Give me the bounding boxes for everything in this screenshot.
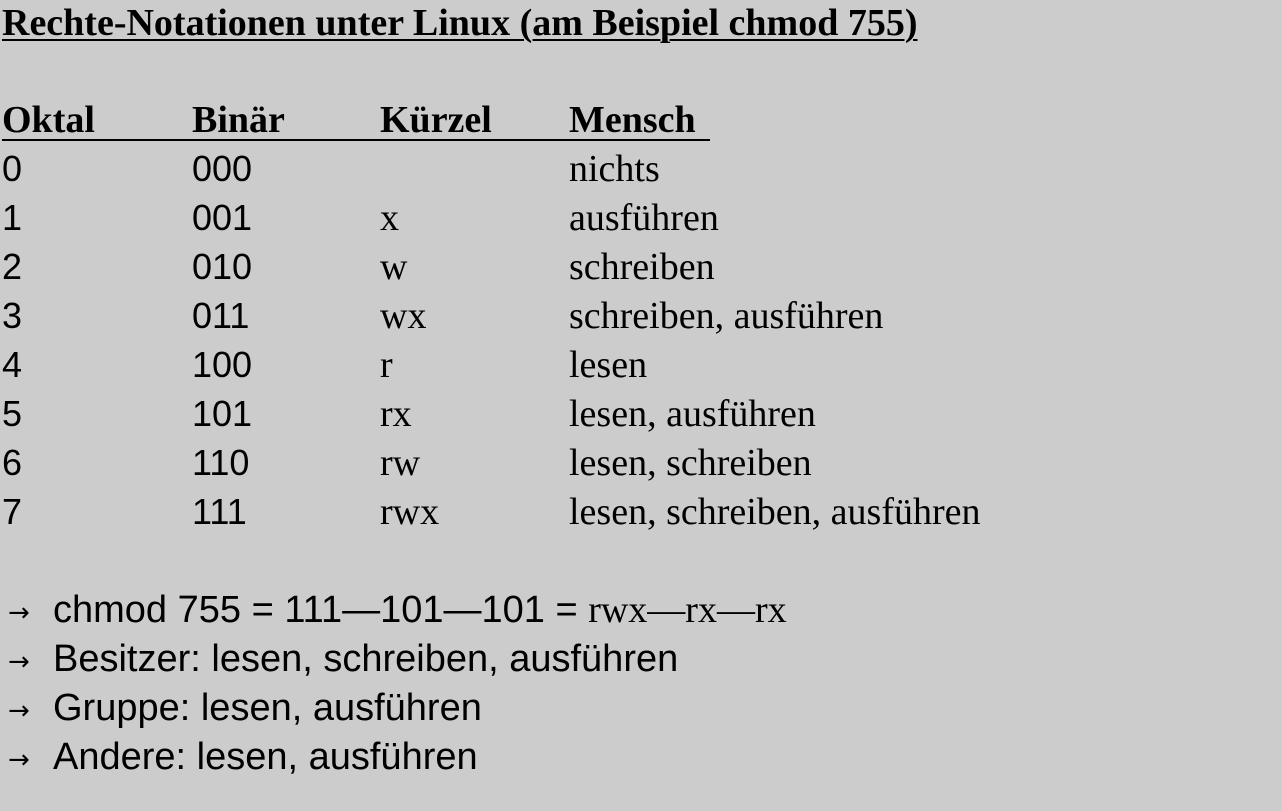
table-row: 5 101 rx lesen, ausführen: [2, 391, 1102, 440]
document-title: Rechte-Notationen unter Linux (am Beispi…: [2, 2, 918, 44]
note-besitzer-text: Besitzer: lesen, schreiben, ausführen: [53, 638, 679, 680]
cell-kurzel: rw: [380, 442, 421, 484]
header-kurzel: Kürzel: [380, 99, 492, 141]
cell-mensch: schreiben: [569, 246, 715, 288]
cell-binar: 010: [192, 246, 253, 287]
header-binar: Binär: [192, 99, 285, 141]
table-header: Oktal Binär Kürzel Mensch: [2, 97, 1102, 146]
header-oktal: Oktal: [2, 99, 95, 141]
right-arrow-icon: →: [8, 696, 30, 727]
note-gruppe-text: Gruppe: lesen, ausführen: [53, 687, 482, 729]
cell-mensch: lesen: [569, 344, 648, 386]
cell-kurzel: r: [380, 344, 393, 386]
cell-oktal: 4: [2, 344, 23, 385]
cell-oktal: 0: [2, 148, 23, 189]
note-chmod-numeric: chmod 755 = 111—101—101 =: [53, 589, 589, 631]
table-row: 4 100 r lesen: [2, 342, 1102, 391]
cell-oktal: 6: [2, 442, 23, 483]
cell-kurzel: wx: [380, 295, 427, 337]
cell-oktal: 2: [2, 246, 23, 287]
cell-mensch: lesen, schreiben, ausführen: [569, 491, 981, 533]
cell-binar: 011: [192, 295, 250, 336]
table-row: 6 110 rw lesen, schreiben: [2, 440, 1102, 489]
note-gruppe: → Gruppe: lesen, ausführen: [8, 685, 787, 734]
table-row: 7 111 rwx lesen, schreiben, ausführen: [2, 489, 1102, 538]
cell-mensch: lesen, ausführen: [569, 393, 816, 435]
cell-binar: 101: [192, 393, 253, 434]
cell-oktal: 5: [2, 393, 23, 434]
cell-mensch: schreiben, ausführen: [569, 295, 884, 337]
cell-binar: 111: [192, 491, 247, 532]
cell-oktal: 3: [2, 295, 23, 336]
right-arrow-icon: →: [8, 745, 30, 776]
cell-mensch: ausführen: [569, 197, 719, 239]
right-arrow-icon: →: [8, 598, 30, 629]
table-row: 1 001 x ausführen: [2, 195, 1102, 244]
note-besitzer: → Besitzer: lesen, schreiben, ausführen: [8, 636, 787, 685]
cell-kurzel: w: [380, 246, 408, 288]
cell-binar: 000: [192, 148, 253, 189]
right-arrow-icon: →: [8, 647, 30, 678]
cell-kurzel: rx: [380, 393, 412, 435]
note-chmod: → chmod 755 = 111—101—101 = rwx—rx—rx: [8, 587, 787, 636]
notes-list: → chmod 755 = 111—101—101 = rwx—rx—rx → Be…: [8, 587, 787, 783]
cell-kurzel: rwx: [380, 491, 440, 533]
header-divider: [2, 139, 710, 141]
table-row: 3 011 wx schreiben, ausführen: [2, 293, 1102, 342]
cell-mensch: nichts: [569, 148, 660, 190]
cell-mensch: lesen, schreiben: [569, 442, 812, 484]
table-row: 0 000 nichts: [2, 146, 1102, 195]
note-andere-text: Andere: lesen, ausführen: [53, 736, 478, 778]
cell-oktal: 1: [2, 197, 23, 238]
cell-oktal: 7: [2, 491, 23, 532]
cell-kurzel: x: [380, 197, 399, 239]
header-mensch: Mensch: [569, 99, 696, 141]
permissions-table: Oktal Binär Kürzel Mensch 0 000 nichts 1…: [2, 97, 1102, 538]
note-chmod-symbolic: rwx—rx—rx: [588, 589, 787, 631]
cell-binar: 110: [192, 442, 250, 483]
cell-binar: 100: [192, 344, 253, 385]
cell-binar: 001: [192, 197, 253, 238]
table-row: 2 010 w schreiben: [2, 244, 1102, 293]
note-andere: → Andere: lesen, ausführen: [8, 734, 787, 783]
